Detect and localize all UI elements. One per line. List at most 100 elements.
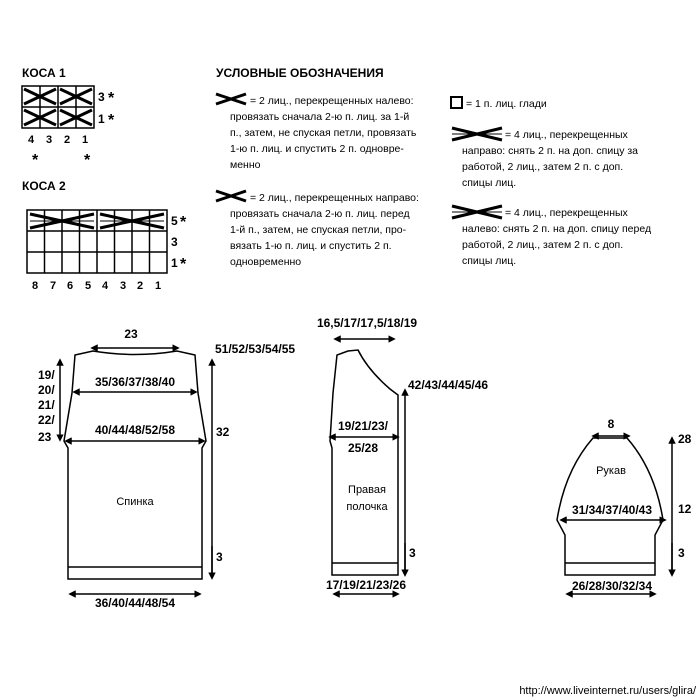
front-total-height: 42/43/44/45/46 bbox=[408, 378, 488, 392]
legend-line: провязать сначала 2-ю п. лиц. за 1-й bbox=[230, 111, 409, 123]
legend-line: = 4 лиц., перекрещенных bbox=[505, 129, 629, 141]
four-left-cross-symbol bbox=[451, 204, 503, 220]
kosa2-title: КОСА 2 bbox=[22, 179, 66, 193]
kosa2-col-labels: 8 7 6 5 4 3 2 1 bbox=[32, 280, 161, 292]
front-label: Правая bbox=[348, 484, 386, 496]
legend-line: п., затем, не спуская петли, провязать bbox=[230, 127, 417, 139]
kosa2-row-label: 3 bbox=[171, 235, 178, 249]
kosa2-col-label: 1 bbox=[155, 280, 161, 292]
dimension-line: 22/ bbox=[38, 413, 55, 427]
legend-line: = 4 лиц., перекрещенных bbox=[505, 207, 629, 219]
dimension-line: 20/ bbox=[38, 383, 55, 397]
sleeve-body-height: 12 bbox=[678, 502, 692, 516]
dimension-line: 19/ bbox=[38, 368, 55, 382]
back-label: Спинка bbox=[116, 496, 154, 508]
kosa2-col-label: 8 bbox=[32, 280, 38, 292]
kosa2-star: * bbox=[180, 214, 187, 231]
legend-title: УСЛОВНЫЕ ОБОЗНАЧЕНИЯ bbox=[216, 66, 384, 80]
front-pattern: Правая полочка 16,5/17/17,5/18/19 42/43/… bbox=[317, 316, 488, 598]
kosa1-row-label: 1 bbox=[98, 112, 105, 126]
sleeve-label: Рукав bbox=[596, 465, 626, 477]
front-mid-width: 25/28 bbox=[348, 441, 378, 455]
kosa2-star: * bbox=[180, 256, 187, 273]
sleeve-pattern: Рукав 8 31/34/37/40/43 26/28/30/32/34 28… bbox=[556, 417, 692, 598]
right-cross-symbol bbox=[215, 189, 247, 203]
back-shoulder-width: 35/36/37/38/40 bbox=[95, 375, 175, 389]
kosa2-col-label: 4 bbox=[102, 280, 109, 292]
legend-line: вязать 1-ю п. лиц. и спустить 2 п. bbox=[230, 240, 392, 252]
legend-line: менно bbox=[230, 159, 261, 171]
back-total-height: 51/52/53/54/55 bbox=[215, 342, 295, 356]
legend-line: = 2 лиц., перекрещенных налево: bbox=[250, 95, 414, 107]
kosa1-row-label: 3 bbox=[98, 90, 105, 104]
sleeve-mid-width: 31/34/37/40/43 bbox=[572, 503, 652, 517]
kosa2-grid bbox=[26, 209, 168, 274]
kosa2-col-label: 2 bbox=[137, 280, 143, 292]
kosa2-col-label: 6 bbox=[67, 280, 73, 292]
front-mid-width: 19/21/23/ bbox=[338, 419, 389, 433]
kosa1-star: * bbox=[108, 90, 115, 107]
kosa1-grid bbox=[21, 85, 95, 129]
four-right-cross-symbol bbox=[451, 126, 503, 142]
kosa1-col-label: 1 bbox=[82, 134, 88, 146]
front-top-width: 16,5/17/17,5/18/19 bbox=[317, 316, 417, 330]
back-chest-width: 40/44/48/52/58 bbox=[95, 423, 175, 437]
legend-line: работой, 2 лиц., затем 2 п. с доп. bbox=[462, 239, 623, 251]
kosa1-col-label: 4 bbox=[28, 134, 35, 146]
sleeve-outline bbox=[556, 437, 664, 576]
sleeve-top-width: 8 bbox=[608, 417, 615, 431]
back-bottom-width: 36/40/44/48/54 bbox=[95, 596, 175, 610]
back-body-height: 32 bbox=[216, 425, 230, 439]
kosa1-col-label: 2 bbox=[64, 134, 70, 146]
kosa1-chart: КОСА 1 3 * 1 * 4 3 2 1 * * bbox=[21, 66, 115, 169]
legend-line: одновременно bbox=[230, 256, 301, 268]
legend: УСЛОВНЫЕ ОБОЗНАЧЕНИЯ = 2 лиц., перекреще… bbox=[215, 66, 651, 268]
back-dimension-lines bbox=[56, 344, 216, 598]
front-bottom-width: 17/19/21/23/26 bbox=[326, 578, 406, 592]
back-top-width: 23 bbox=[124, 327, 138, 341]
sleeve-dimension-lines bbox=[559, 432, 676, 598]
dimension-line: 21/ bbox=[38, 398, 55, 412]
legend-line: налево: снять 2 п. на доп. спицу перед bbox=[462, 223, 651, 235]
kosa1-star: * bbox=[84, 152, 91, 169]
sleeve-bottom-width: 26/28/30/32/34 bbox=[572, 579, 652, 593]
kosa2-cross-symbols bbox=[29, 212, 165, 230]
kosa1-title: КОСА 1 bbox=[22, 66, 66, 80]
sleeve-rib-height: 3 bbox=[678, 546, 685, 560]
kosa2-col-label: 3 bbox=[120, 280, 126, 292]
back-armhole-height: 19/ 20/ 21/ 22/ 23 bbox=[38, 368, 55, 444]
legend-line: спицы лиц. bbox=[462, 255, 516, 267]
legend-line: 1-й п., затем, не спуская петли, про- bbox=[230, 224, 407, 236]
left-cross-description: = 2 лиц., перекрещенных налево: провязат… bbox=[230, 95, 417, 171]
kosa1-cross-symbols bbox=[23, 87, 93, 127]
knit-stitch-symbol bbox=[450, 96, 463, 109]
kosa2-row-label: 5 bbox=[171, 214, 178, 228]
legend-line: провязать сначала 2-ю п. лиц. перед bbox=[230, 208, 410, 220]
four-right-cross-description: = 4 лиц., перекрещенных направо: снять 2… bbox=[462, 129, 638, 189]
legend-line: спицы лиц. bbox=[462, 177, 516, 189]
knit-stitch-description: = 1 п. лиц. глади bbox=[466, 98, 547, 110]
front-dimension-lines bbox=[328, 335, 409, 598]
watermark: http://www.liveinternet.ru/users/glira/ bbox=[519, 685, 697, 697]
front-outline bbox=[329, 349, 399, 576]
front-label: полочка bbox=[346, 501, 388, 513]
kosa2-chart: КОСА 2 5 * 3 1 * 8 7 6 5 4 bbox=[22, 179, 187, 292]
legend-line: направо: снять 2 п. на доп. спицу за bbox=[462, 145, 638, 157]
back-pattern: Спинка 23 35/36/37/38/40 40/44/48/52/58 … bbox=[38, 327, 295, 610]
right-cross-description: = 2 лиц., перекрещенных направо: провяза… bbox=[230, 192, 419, 268]
kosa2-row-label: 1 bbox=[171, 256, 178, 270]
left-cross-symbol bbox=[215, 92, 247, 106]
four-left-cross-description: = 4 лиц., перекрещенных налево: снять 2 … bbox=[462, 207, 651, 267]
kosa1-star: * bbox=[108, 112, 115, 129]
front-rib-height: 3 bbox=[409, 546, 416, 560]
kosa2-col-label: 5 bbox=[85, 280, 91, 292]
legend-line: = 2 лиц., перекрещенных направо: bbox=[250, 192, 419, 204]
legend-line: работой, 2 лиц., затем 2 п. с доп. bbox=[462, 161, 623, 173]
kosa1-col-label: 3 bbox=[46, 134, 52, 146]
kosa2-col-label: 7 bbox=[50, 280, 56, 292]
kosa1-star: * bbox=[32, 152, 39, 169]
sleeve-total-height: 28 bbox=[678, 432, 692, 446]
back-rib-height: 3 bbox=[216, 550, 223, 564]
legend-line: 1-ю п. лиц. и спустить 2 п. одновре- bbox=[230, 143, 404, 155]
